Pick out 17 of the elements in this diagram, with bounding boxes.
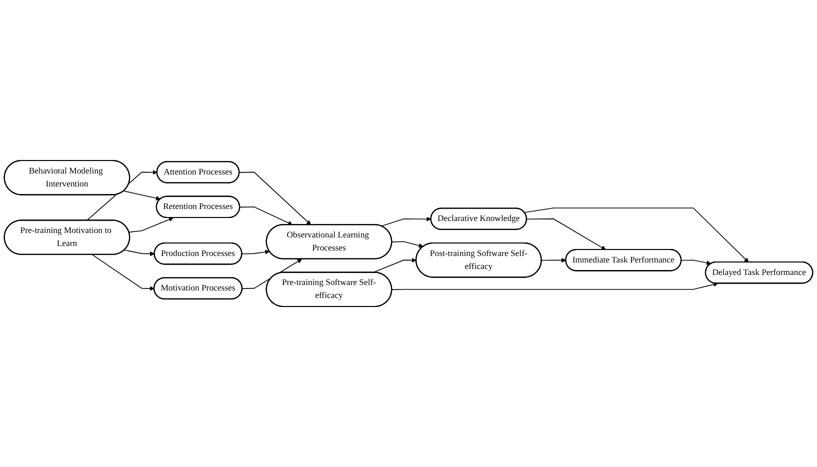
arrow (242, 258, 302, 289)
arrow (372, 258, 417, 273)
arrow (524, 208, 749, 262)
arrow (242, 250, 270, 254)
arrow (391, 282, 718, 290)
arrow (680, 260, 712, 266)
arrow (124, 250, 155, 256)
arrow (128, 217, 174, 233)
arrow (526, 218, 606, 250)
arrow (391, 241, 424, 248)
arrow (123, 190, 161, 201)
arrow (541, 258, 566, 263)
arrow (86, 170, 158, 221)
arrow (239, 206, 293, 226)
arrow (92, 254, 154, 291)
arrow (380, 216, 432, 226)
arrow (238, 172, 312, 226)
